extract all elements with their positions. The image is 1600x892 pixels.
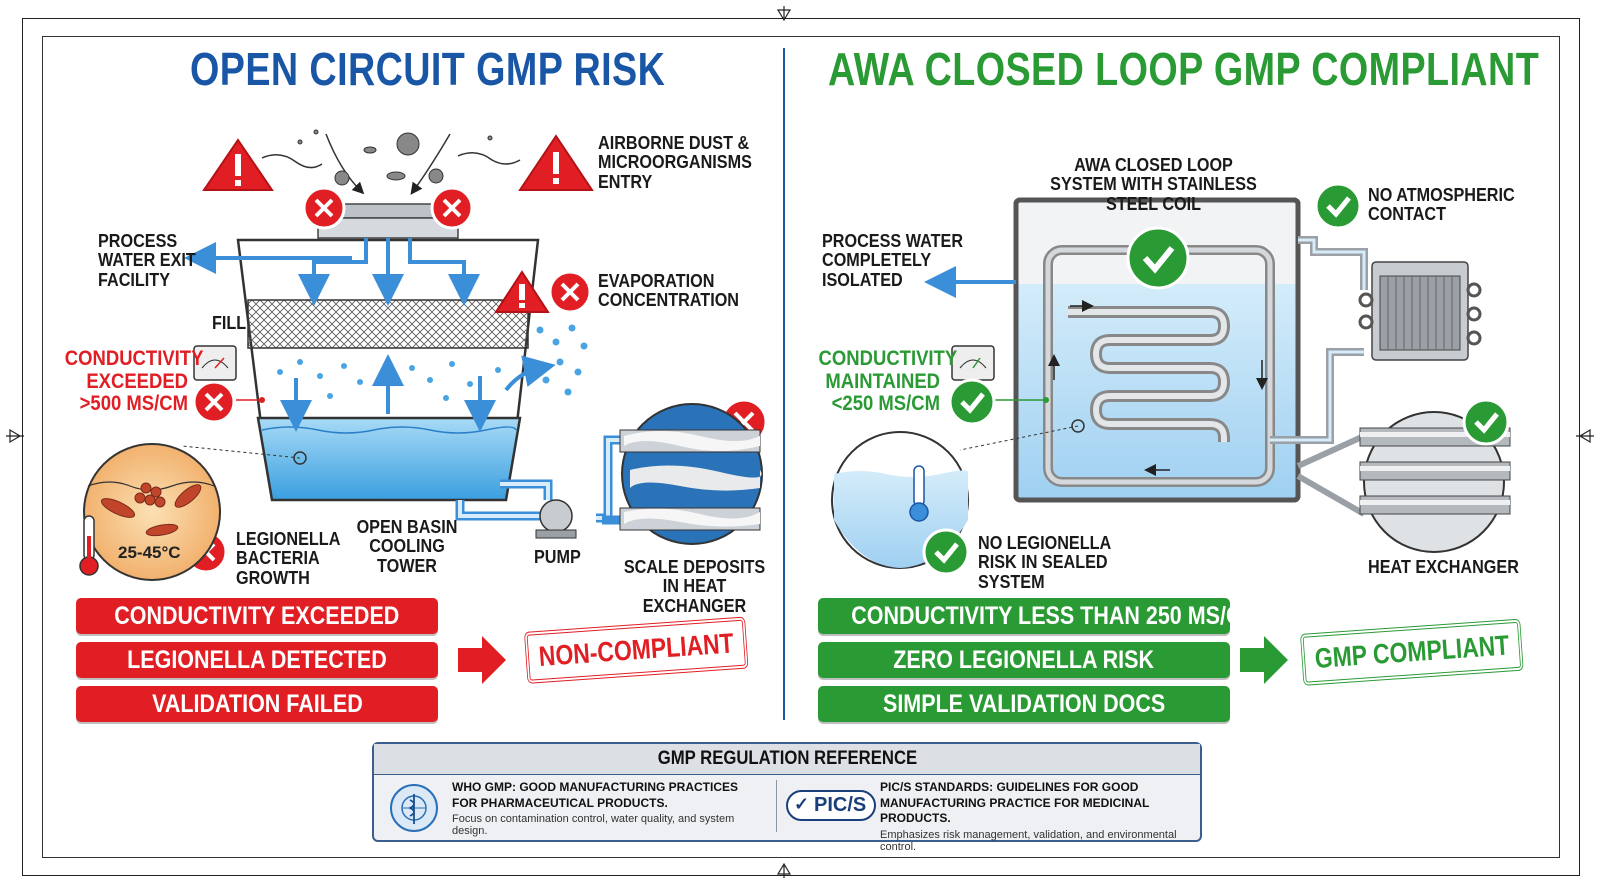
scale-exchanger — [619, 403, 763, 545]
reference-divider — [776, 780, 777, 832]
status-pill-right: SIMPLE VALIDATION DOCS — [818, 686, 1230, 722]
warning-icon — [494, 270, 550, 313]
dry-cooler — [1358, 261, 1482, 361]
who-logo-icon — [390, 784, 438, 832]
label-no-atmospheric: NO ATMOSPHERIC CONTACT — [1368, 185, 1515, 225]
label-pump: PUMP — [534, 547, 581, 567]
label-basin: OPEN BASIN COOLING TOWER — [356, 517, 458, 576]
regulation-reference: GMP REGULATION REFERENCE WHO GMP: GOOD M… — [372, 742, 1202, 853]
right-result-arrow — [1240, 636, 1288, 684]
label-evaporation: EVAPORATION CONCENTRATION — [598, 271, 739, 311]
label-fill: FILL — [212, 313, 247, 333]
pics-check-icon: ✓ — [794, 794, 810, 814]
status-pill-right: ZERO LEGIONELLA RISK — [818, 642, 1230, 678]
reference-heading: GMP REGULATION REFERENCE — [374, 744, 1200, 775]
label-temperature: 25-45°C — [118, 543, 181, 562]
right-title: AWA CLOSED LOOP GMP COMPLIANT — [828, 43, 1540, 95]
outer-frame — [22, 18, 1580, 876]
label-process-exit: PROCESS WATER EXIT FACILITY — [98, 231, 196, 290]
label-airborne: AIRBORNE DUST & MICROORGANISMS ENTRY — [598, 133, 752, 192]
status-pill-left: CONDUCTIVITY EXCEEDED — [76, 598, 438, 634]
closed-loop-tank — [924, 197, 1368, 517]
label-heat-exchanger: HEAT EXCHANGER — [1368, 557, 1519, 577]
status-pill-left: LEGIONELLA DETECTED — [76, 642, 438, 678]
label-no-legionella: NO LEGIONELLA RISK IN SEALED SYSTEM — [978, 533, 1111, 592]
frame-markers — [6, 6, 1594, 878]
meter-icon — [193, 345, 265, 403]
check-icons — [922, 182, 1510, 576]
warning-icon — [202, 138, 274, 191]
label-closed-loop-system: AWA CLOSED LOOP SYSTEM WITH STAINLESS ST… — [1050, 155, 1257, 214]
label-legionella: LEGIONELLA BACTERIA GROWTH — [236, 529, 340, 588]
inner-frame — [42, 36, 1560, 858]
status-pill-left: VALIDATION FAILED — [76, 686, 438, 722]
x-icons — [184, 186, 768, 574]
label-conductivity-maintained: CONDUCTIVITY MAINTAINED <250 μS/cm — [818, 347, 958, 416]
pics-subtitle: Emphasizes risk management, validation, … — [880, 828, 1177, 853]
pics-title: PIC/S STANDARDS: GUIDELINES FOR GOOD MAN… — [880, 780, 1150, 826]
cooling-tower — [184, 129, 588, 502]
left-title: OPEN CIRCUIT GMP RISK — [190, 43, 666, 95]
label-isolated: PROCESS WATER COMPLETELY ISOLATED — [822, 231, 964, 290]
label-scale: SCALE DEPOSITS IN HEAT EXCHANGER — [623, 557, 766, 616]
who-reference: WHO GMP: GOOD MANUFACTURING PRACTICES FO… — [452, 780, 752, 837]
status-pill-right: CONDUCTIVITY LESS THAN 250 μS/cm — [818, 598, 1259, 634]
warning-icon — [518, 134, 594, 191]
who-subtitle: Focus on contamination control, water qu… — [452, 813, 735, 838]
left-result-arrow — [458, 636, 506, 684]
who-title: WHO GMP: GOOD MANUFACTURING PRACTICES FO… — [452, 780, 738, 810]
pics-logo: ✓ PIC/S — [786, 790, 877, 821]
label-conductivity-exceeded: CONDUCTIVITY EXCEEDED >500 μS/cm — [64, 347, 204, 416]
pump-pipes — [455, 435, 622, 539]
pics-reference: PIC/S STANDARDS: GUIDELINES FOR GOOD MAN… — [880, 780, 1190, 853]
bacteria-magnifier — [79, 443, 301, 581]
